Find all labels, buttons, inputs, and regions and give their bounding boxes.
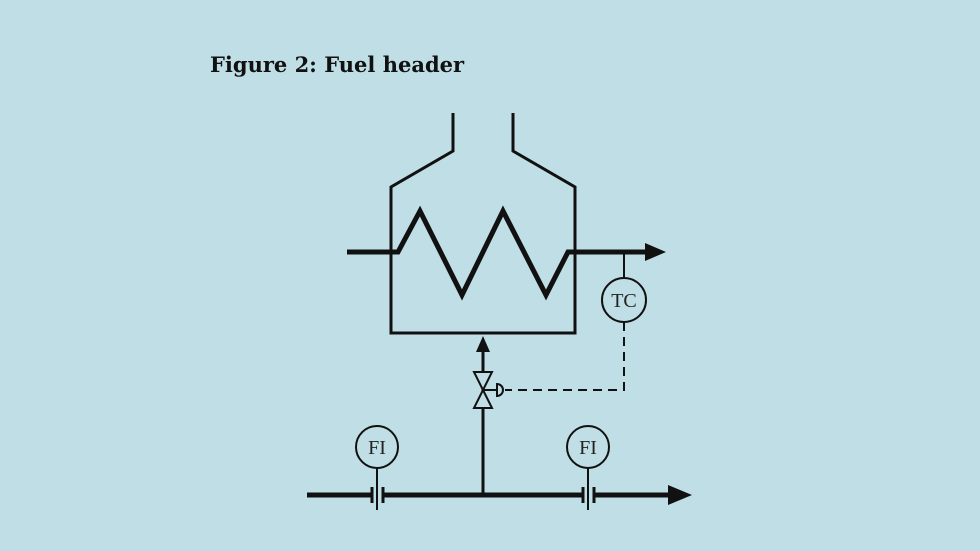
fi-left-bubble — [355, 425, 399, 469]
tc-label: TC — [611, 290, 637, 312]
process-outlet-arrow-icon — [645, 243, 666, 261]
control-signal-line — [505, 322, 625, 391]
figure-title: Figure 2: Fuel header — [210, 52, 465, 77]
fi-right-label: FI — [579, 437, 597, 459]
valve-actuator-icon — [496, 382, 504, 398]
heating-coil — [347, 205, 650, 301]
fuel-to-burner-arrow-icon — [476, 336, 490, 352]
fi-left-label: FI — [368, 437, 386, 459]
furnace-outline — [389, 113, 577, 335]
fi-right-bubble — [566, 425, 610, 469]
fuel-outlet-arrow-icon — [668, 485, 692, 505]
